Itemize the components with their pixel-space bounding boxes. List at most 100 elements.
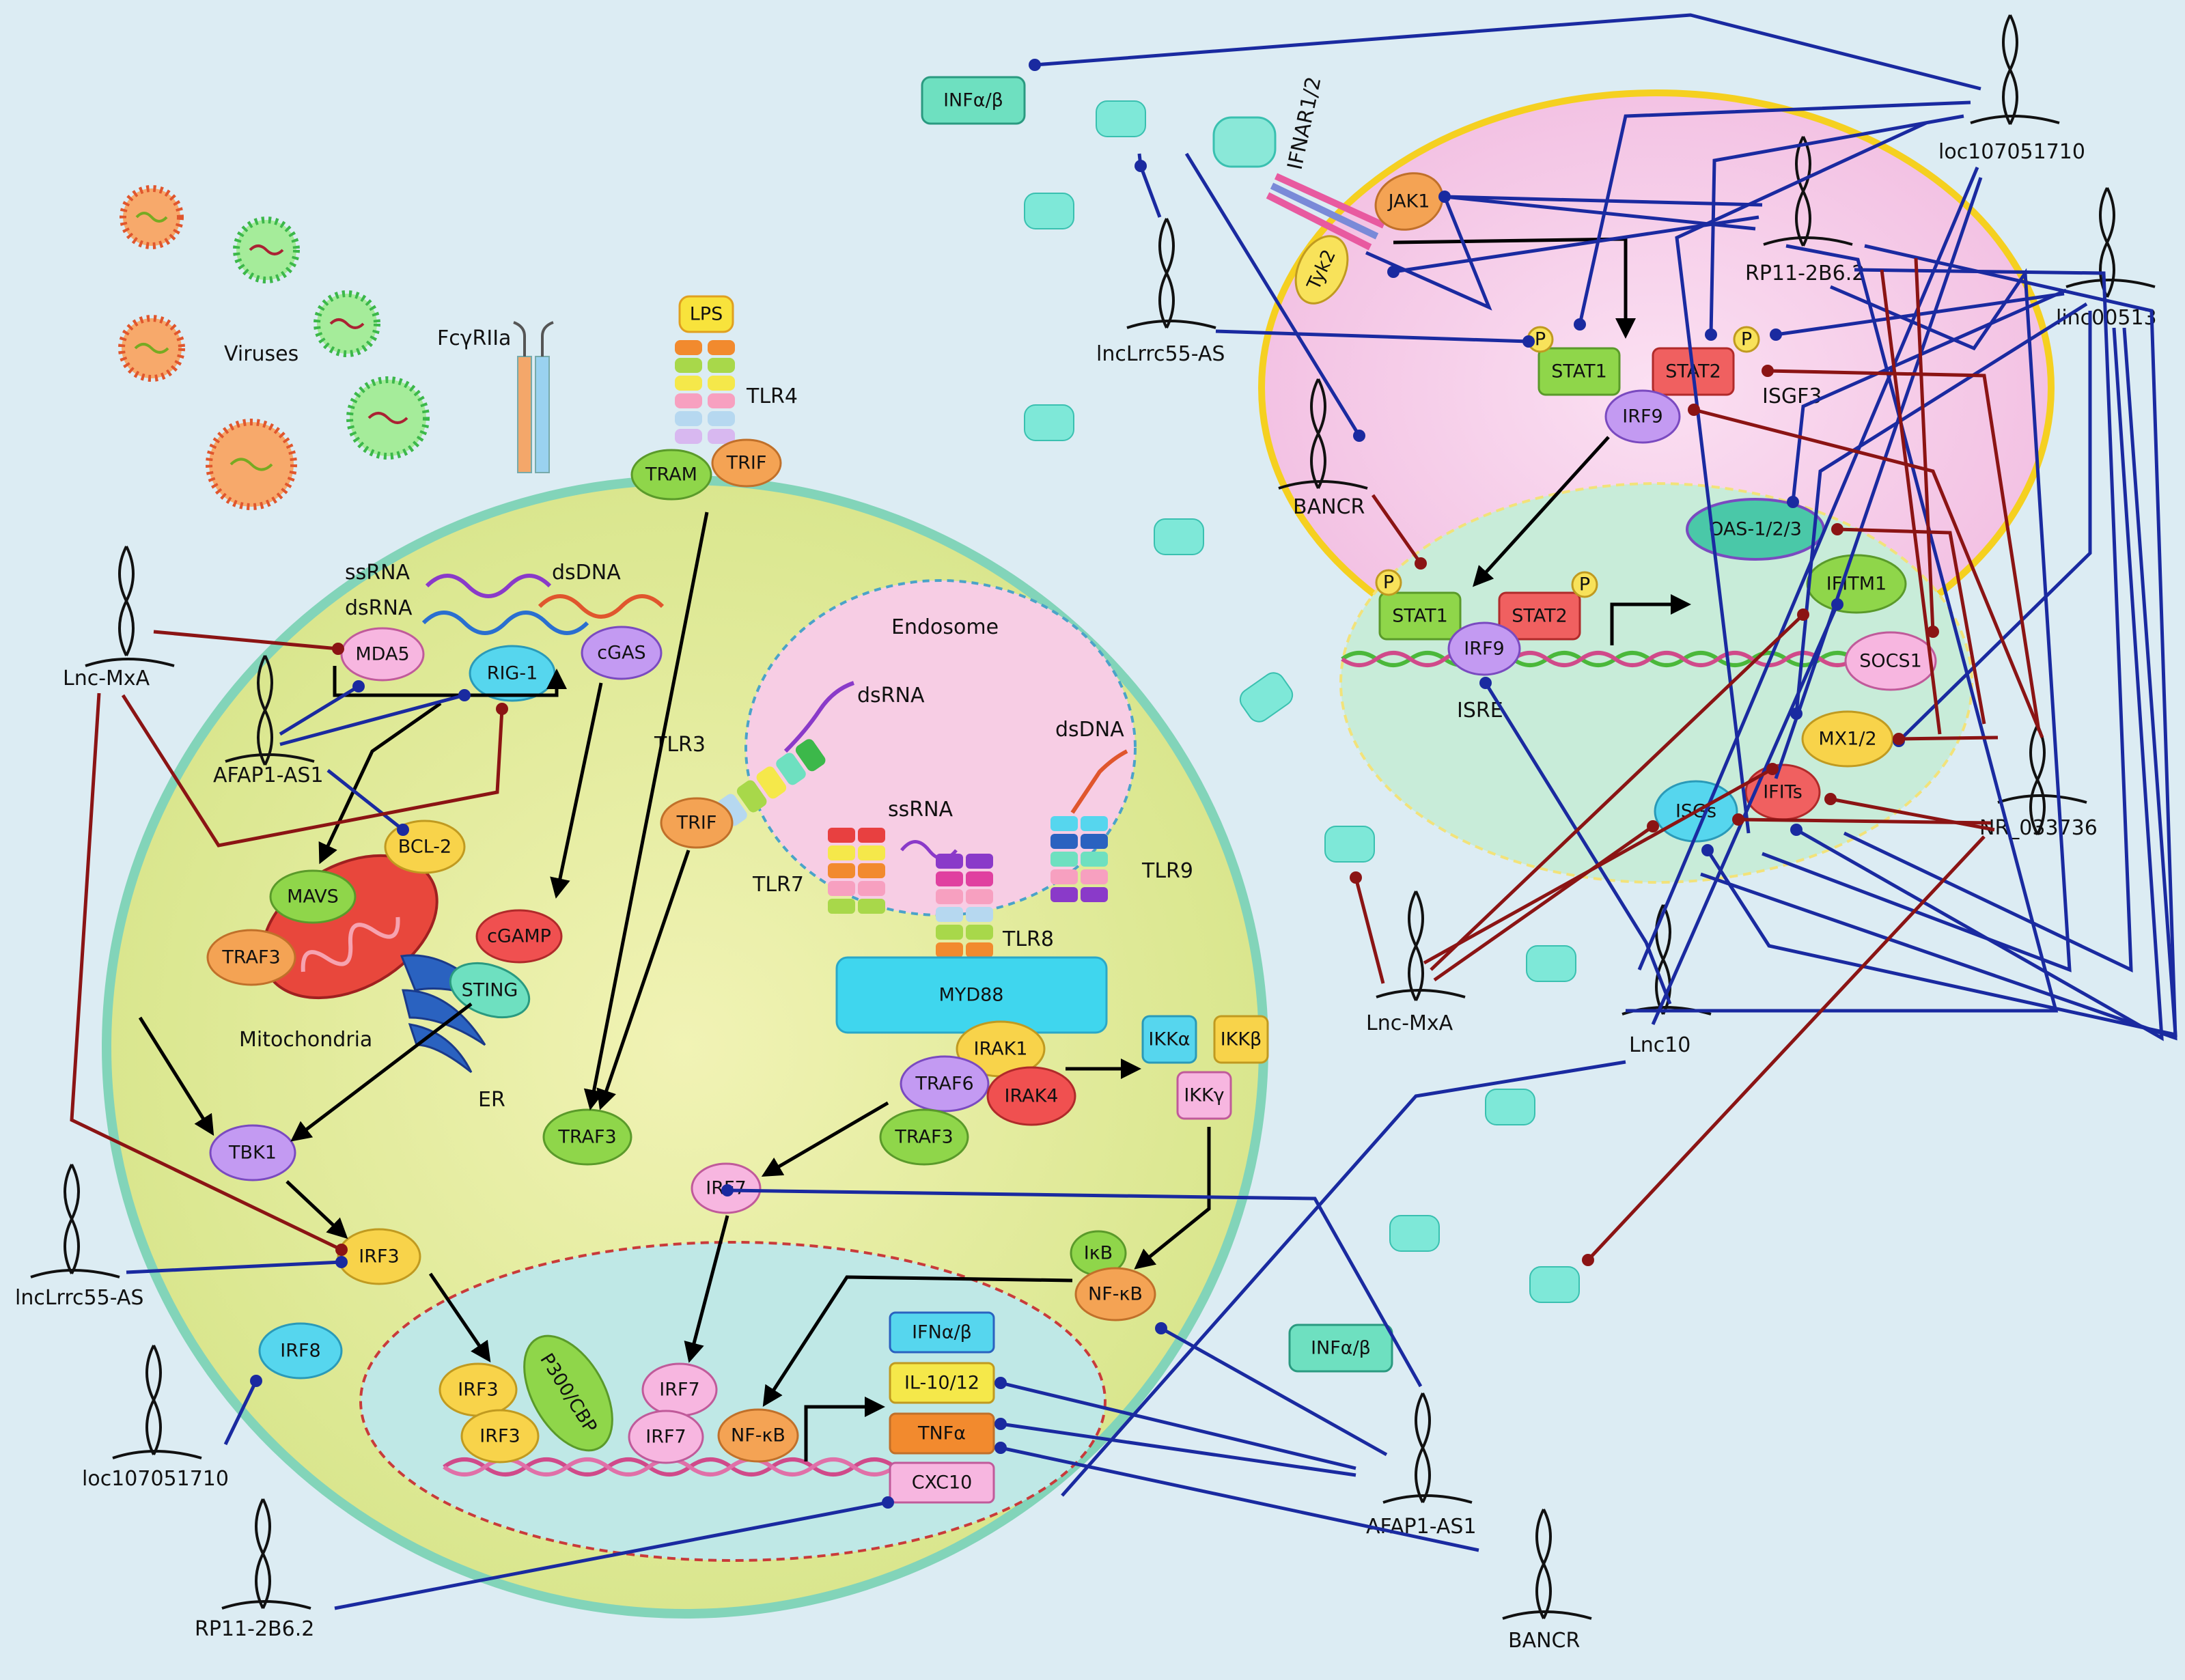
ssrna-cyto-label: ssRNA [345,561,410,585]
ikkb-box [1213,1015,1269,1064]
lnc-mxa-right-label: Lnc-MxA [1366,1011,1453,1035]
traf3-low-node [879,1108,969,1166]
virus-icon-2 [233,216,300,283]
lps-label: LPS [690,304,723,325]
red-links [70,257,2044,1261]
blue-link-endpoints [250,59,1905,1509]
tlr4-label: TLR4 [746,384,798,408]
rp11-right-label: RP11-2B6.2 [1745,262,1865,285]
traf3-mid-label: TRAF3 [557,1127,616,1148]
afap1-left-label: AFAP1-AS1 [213,764,324,787]
afap1-bottom-label: AFAP1-AS1 [1366,1515,1477,1539]
oas-label: OAS-1/2/3 [1709,519,1802,540]
ifnar-receptor [1212,116,1386,251]
irf9-nuc-node [1447,621,1521,676]
tlr9-receptor [1050,816,1108,902]
irak4-label: IRAK4 [1005,1086,1059,1107]
ssrna-endo-label: ssRNA [888,798,954,822]
dsrna-endo-strand [783,681,855,753]
ifn-particles [1024,100,1580,1303]
cgamp-node [475,909,563,964]
cgamp-label: cGAMP [487,926,551,947]
irf9-nuc-label: IRF9 [1464,639,1504,660]
cgas-node [581,626,663,680]
irf3-cyto-label: IRF3 [359,1246,399,1268]
il1012-box [889,1362,995,1404]
nr033736-label: NR_033736 [1979,816,2098,840]
lnclrrc55-right-label: lncLrrc55-AS [1096,342,1225,366]
p-label-stat1-nuc: P [1383,572,1394,593]
virus-icon-4 [118,315,185,382]
lncrna-icon-lnc-mxa-right [1376,891,1466,1001]
mitochondria-label: Mitochondria [239,1028,372,1052]
lncrna-icon-nr033736 [1997,725,2087,835]
p-label-stat2-top: P [1741,329,1752,350]
nfkb-cyto-label: NF-κB [1088,1284,1143,1305]
traf3-mito-label: TRAF3 [221,947,280,968]
endosome-label: Endosome [891,615,999,639]
ikb-label: IκB [1084,1243,1113,1264]
socs1-node [1844,631,1937,691]
trif-tlr4-label: TRIF [726,453,767,474]
irf7-nuc-label-1: IRF7 [659,1380,699,1401]
cxc10-label: CXC10 [912,1472,973,1494]
fcgr-receptor [513,321,554,473]
ifitm1-label: IFITM1 [1826,574,1887,595]
stat1-top-label: STAT1 [1551,361,1607,382]
blue-links [126,13,2177,1610]
ikkb-label: IKKβ [1221,1029,1262,1050]
trif-tlr3-label: TRIF [676,813,717,834]
lncrna-icon-loc107-right [1970,14,2060,125]
p300-node [523,1334,613,1452]
cgas-label: cGAS [597,643,645,664]
isgf3-label: ISGF3 [1762,384,1822,408]
rp11-left-label: RP11-2B6.2 [195,1617,314,1641]
ikka-label: IKKα [1148,1029,1190,1050]
tyk2-node [1294,235,1349,305]
lncrna-icon-lnclrrc55-right [1126,218,1216,329]
ssrna-strand-icon [425,574,552,598]
tlr4-receptor [675,340,735,444]
p-badge-stat2-top [1733,326,1760,353]
stat2-nuc-label: STAT2 [1512,606,1568,627]
ikkg-box [1176,1071,1232,1120]
ikkg-label: IKKγ [1184,1085,1224,1106]
traf3-low-label: TRAF3 [894,1127,953,1148]
lncrna-icon-bancr-bottom [1502,1509,1592,1620]
lncrna-icon-rp11-left [221,1498,311,1610]
socs1-label: SOCS1 [1859,651,1922,672]
irf8-label: IRF8 [280,1341,320,1362]
er-label: ER [478,1088,505,1112]
irf9-top-node [1604,389,1681,444]
bancr-bottom-label: BANCR [1508,1629,1580,1653]
p-label-stat1-top: P [1535,329,1546,350]
irf8-node [258,1322,343,1380]
irak1-label: IRAK1 [974,1039,1028,1060]
trif-tlr3-node [660,797,734,849]
bancr-right-label: BANCR [1293,495,1365,519]
irf3-nuc-label-2: IRF3 [479,1426,520,1447]
traf6-node [900,1055,990,1112]
irf3-nuc-label-1: IRF3 [458,1380,498,1401]
lncrna-icon-linc00513 [2065,187,2156,298]
jak1-label: JAK1 [1387,191,1430,212]
ifnab-bottom-box [1288,1324,1393,1373]
trif-tlr4-node [711,438,782,488]
tlr7-receptor [828,828,885,914]
dsrna-endo-label: dsRNA [857,684,925,708]
virus-icon-5 [346,376,430,460]
ifnab-top-box [921,76,1026,125]
mavs-label: MAVS [287,886,339,908]
mda5-label: MDA5 [355,644,409,665]
dsdna-endo-label: dsDNA [1055,718,1124,742]
mda5-node [340,627,425,682]
irf9-top-label: IRF9 [1622,406,1662,428]
tram-node [630,449,712,501]
myd88-label: MYD88 [939,985,1004,1006]
tnfa-label: TNFα [917,1423,966,1444]
tram-label: TRAM [645,464,697,486]
traf3-mito-node [206,929,296,986]
tlr8-receptor [936,854,993,957]
lnc10-label: Lnc10 [1629,1033,1690,1057]
